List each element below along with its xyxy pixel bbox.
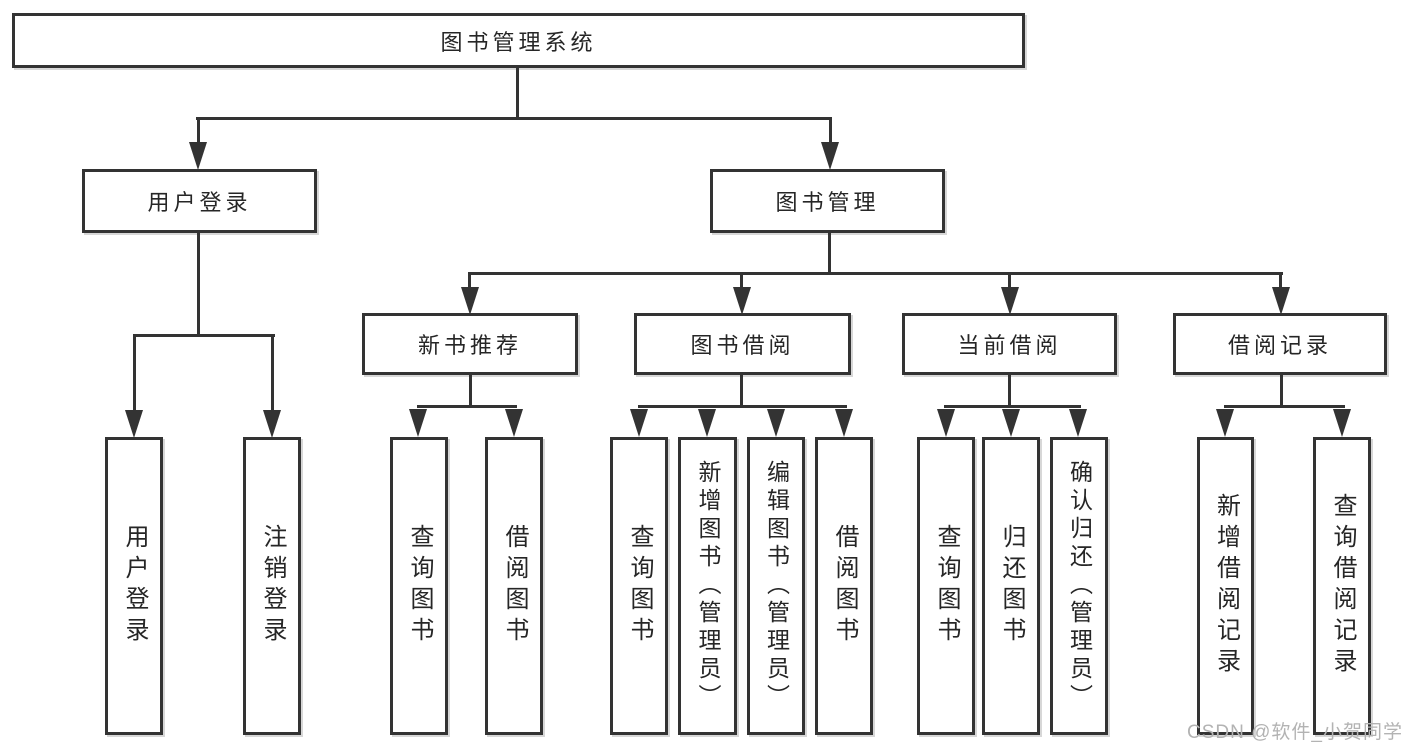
connector-book-mgmt-drop-1 [468,272,471,288]
arrow-to-leaf-add-record [1216,409,1234,437]
arrow-to-leaf-confirm-return [1069,409,1087,437]
node-book-borrowing: 图书借阅 [634,313,851,375]
connector-user-login-bar [133,334,275,337]
leaf-query-books-3: 查询图书 [917,437,975,735]
arrow-to-book-management [821,142,839,170]
node-current-borrowing: 当前借阅 [902,313,1117,375]
connector-root-drop-right [829,117,832,145]
connector-records-bar [1224,405,1345,408]
arrow-to-leaf-return-books [1002,409,1020,437]
leaf-query-borrow-record: 查询借阅记录 [1313,437,1371,735]
connector-borrowing-bar [638,405,847,408]
arrow-to-user-login [189,142,207,170]
connector-user-login-stem [197,233,200,337]
leaf-borrow-books-2: 借阅图书 [815,437,873,735]
leaf-logout: 注销登录 [243,437,301,735]
connector-book-mgmt-bar [469,272,1283,275]
leaf-add-books-admin: 新增图书（管理员） [678,437,737,735]
arrow-to-leaf-add-books [698,409,716,437]
connector-book-mgmt-drop-4 [1279,272,1282,288]
arrow-to-leaf-edit-books [767,409,785,437]
connector-book-mgmt-drop-3 [1008,272,1011,288]
node-book-management: 图书管理 [710,169,945,233]
leaf-add-borrow-record: 新增借阅记录 [1197,437,1254,735]
arrow-to-leaf-query-books-2 [630,409,648,437]
connector-user-login-drop-2 [271,334,274,414]
connector-user-login-drop-1 [133,334,136,414]
arrow-to-leaf-logout [263,410,281,438]
arrow-to-leaf-query-books-3 [937,409,955,437]
arrow-to-current-borrowing [1001,287,1019,315]
arrow-to-book-borrowing [733,287,751,315]
leaf-edit-books-admin: 编辑图书（管理员） [747,437,805,735]
connector-book-mgmt-stem [828,233,831,275]
arrow-to-leaf-borrow-books-1 [505,409,523,437]
connector-records-stem [1280,375,1283,408]
leaf-confirm-return-admin: 确认归还（管理员） [1050,437,1108,735]
leaf-query-books-2: 查询图书 [610,437,668,735]
connector-current-bar [944,405,1081,408]
connector-new-book-stem [469,375,472,408]
arrow-to-leaf-query-record [1333,409,1351,437]
leaf-borrow-books-1: 借阅图书 [485,437,543,735]
node-borrow-records: 借阅记录 [1173,313,1387,375]
arrow-to-leaf-borrow-books-2 [835,409,853,437]
connector-new-book-bar [417,405,517,408]
leaf-user-login: 用户登录 [105,437,163,735]
node-user-login: 用户登录 [82,169,317,233]
connector-root-drop-left [197,117,200,145]
leaf-query-books-1: 查询图书 [390,437,448,735]
node-new-book-recommend: 新书推荐 [362,313,578,375]
connector-root-stem [516,68,519,120]
arrow-to-leaf-query-books-1 [409,409,427,437]
connector-current-stem [1008,375,1011,408]
connector-borrowing-stem [740,375,743,408]
connector-root-bar [196,117,832,120]
node-library-system: 图书管理系统 [12,13,1025,68]
leaf-return-books: 归还图书 [982,437,1040,735]
arrow-to-leaf-user-login [125,410,143,438]
arrow-to-borrow-records [1272,287,1290,315]
arrow-to-new-book-recommend [461,287,479,315]
connector-book-mgmt-drop-2 [740,272,743,288]
watermark: CSDN @软件_小贺同学 [1187,722,1403,743]
